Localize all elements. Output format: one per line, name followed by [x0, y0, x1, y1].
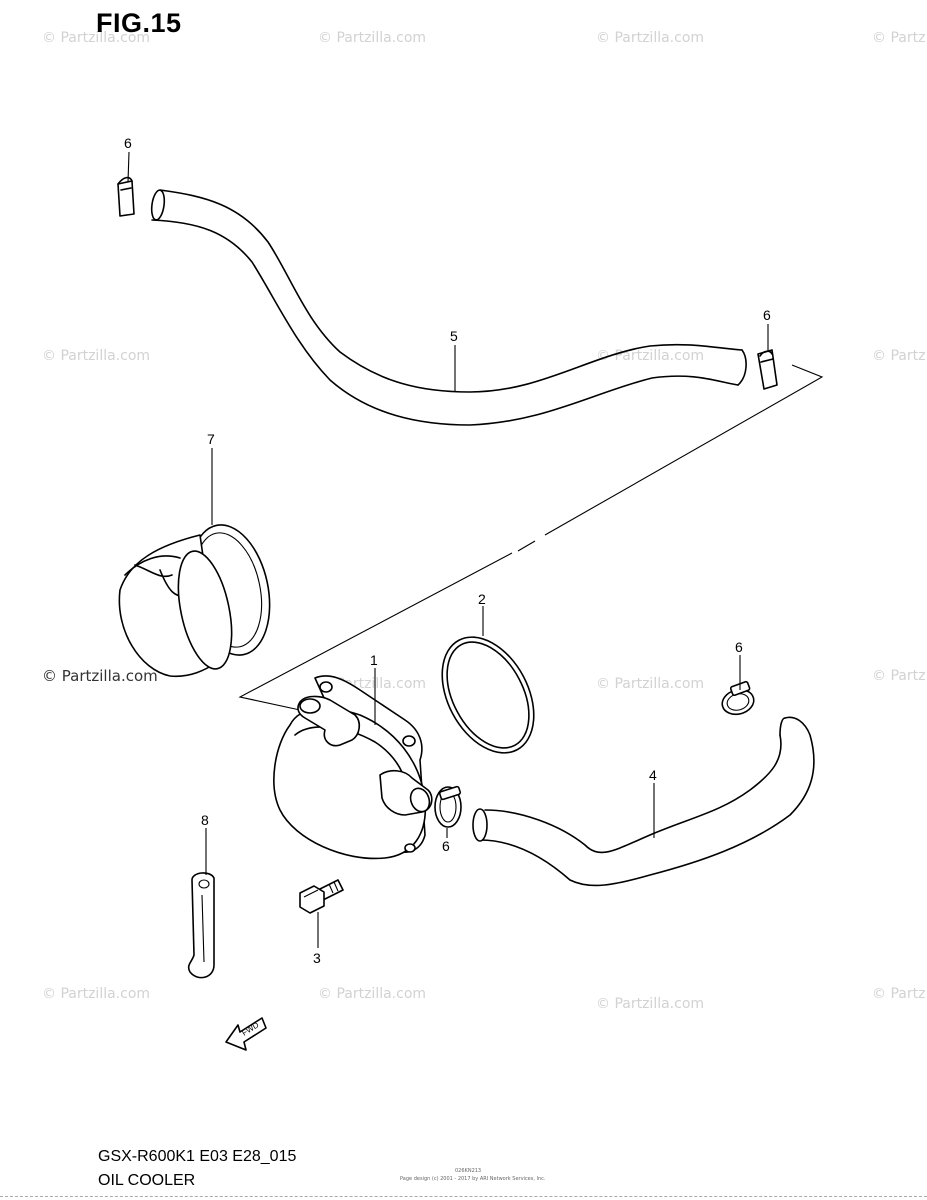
callout-4: 4: [649, 767, 657, 783]
section-name: OIL COOLER: [98, 1172, 196, 1189]
callout-6: 6: [763, 307, 771, 323]
callout-6: 6: [124, 135, 132, 151]
lower-hose: [472, 716, 815, 887]
watermark: © Partz: [872, 986, 926, 1002]
bottom-divider: [0, 1196, 927, 1197]
assembly-reference-line: [238, 364, 824, 711]
callout-8: 8: [201, 812, 209, 828]
o-ring-gasket: [441, 636, 535, 754]
figure-title: FIG.15: [96, 8, 182, 38]
upper-hose: [150, 189, 747, 426]
callout-6: 6: [735, 639, 743, 655]
hose-clamp-upper-left: [117, 176, 135, 217]
forward-direction-arrow-icon: FWD: [225, 1017, 267, 1051]
watermark: © Partzilla.com: [318, 986, 427, 1002]
model-code: GSX-R600K1 E03 E28_015: [98, 1148, 297, 1165]
watermark: © Partz: [872, 30, 926, 46]
callout-1: 1: [370, 652, 378, 668]
watermark: © Partz: [872, 348, 926, 364]
watermark: © Partzilla.com: [318, 30, 427, 46]
callout-5: 5: [450, 328, 458, 344]
watermark: © Partzilla.com: [42, 30, 151, 46]
watermark: © Partzilla.com: [42, 986, 151, 1002]
watermark: © Partzilla.com: [596, 996, 705, 1012]
copyright-notice: © Partzilla.com: [42, 667, 158, 685]
callout-6: 6: [442, 838, 450, 854]
callout-7: 7: [207, 431, 215, 447]
watermark: © Partzilla.com: [596, 676, 705, 692]
footer-credit: Page design (c) 2001 - 2017 by ARI Netwo…: [400, 1176, 546, 1182]
oil-filter: [118, 524, 271, 678]
hose-clamp-lower-right: [721, 680, 755, 716]
footer-code: 026KN213: [455, 1168, 482, 1174]
callout-2: 2: [478, 591, 486, 607]
mounting-bracket: [187, 872, 215, 979]
watermark: © Partzilla.com: [42, 348, 151, 364]
leader-lines: [127, 151, 769, 948]
oil-cooler-body: [273, 675, 433, 860]
bolt: [299, 879, 344, 914]
callout-3: 3: [313, 950, 321, 966]
hose-clamp-upper-right: [757, 349, 778, 390]
watermark: © Partz: [872, 668, 926, 684]
hose-clamp-cooler: [434, 785, 462, 828]
watermark: © Partzilla.com: [596, 30, 705, 46]
